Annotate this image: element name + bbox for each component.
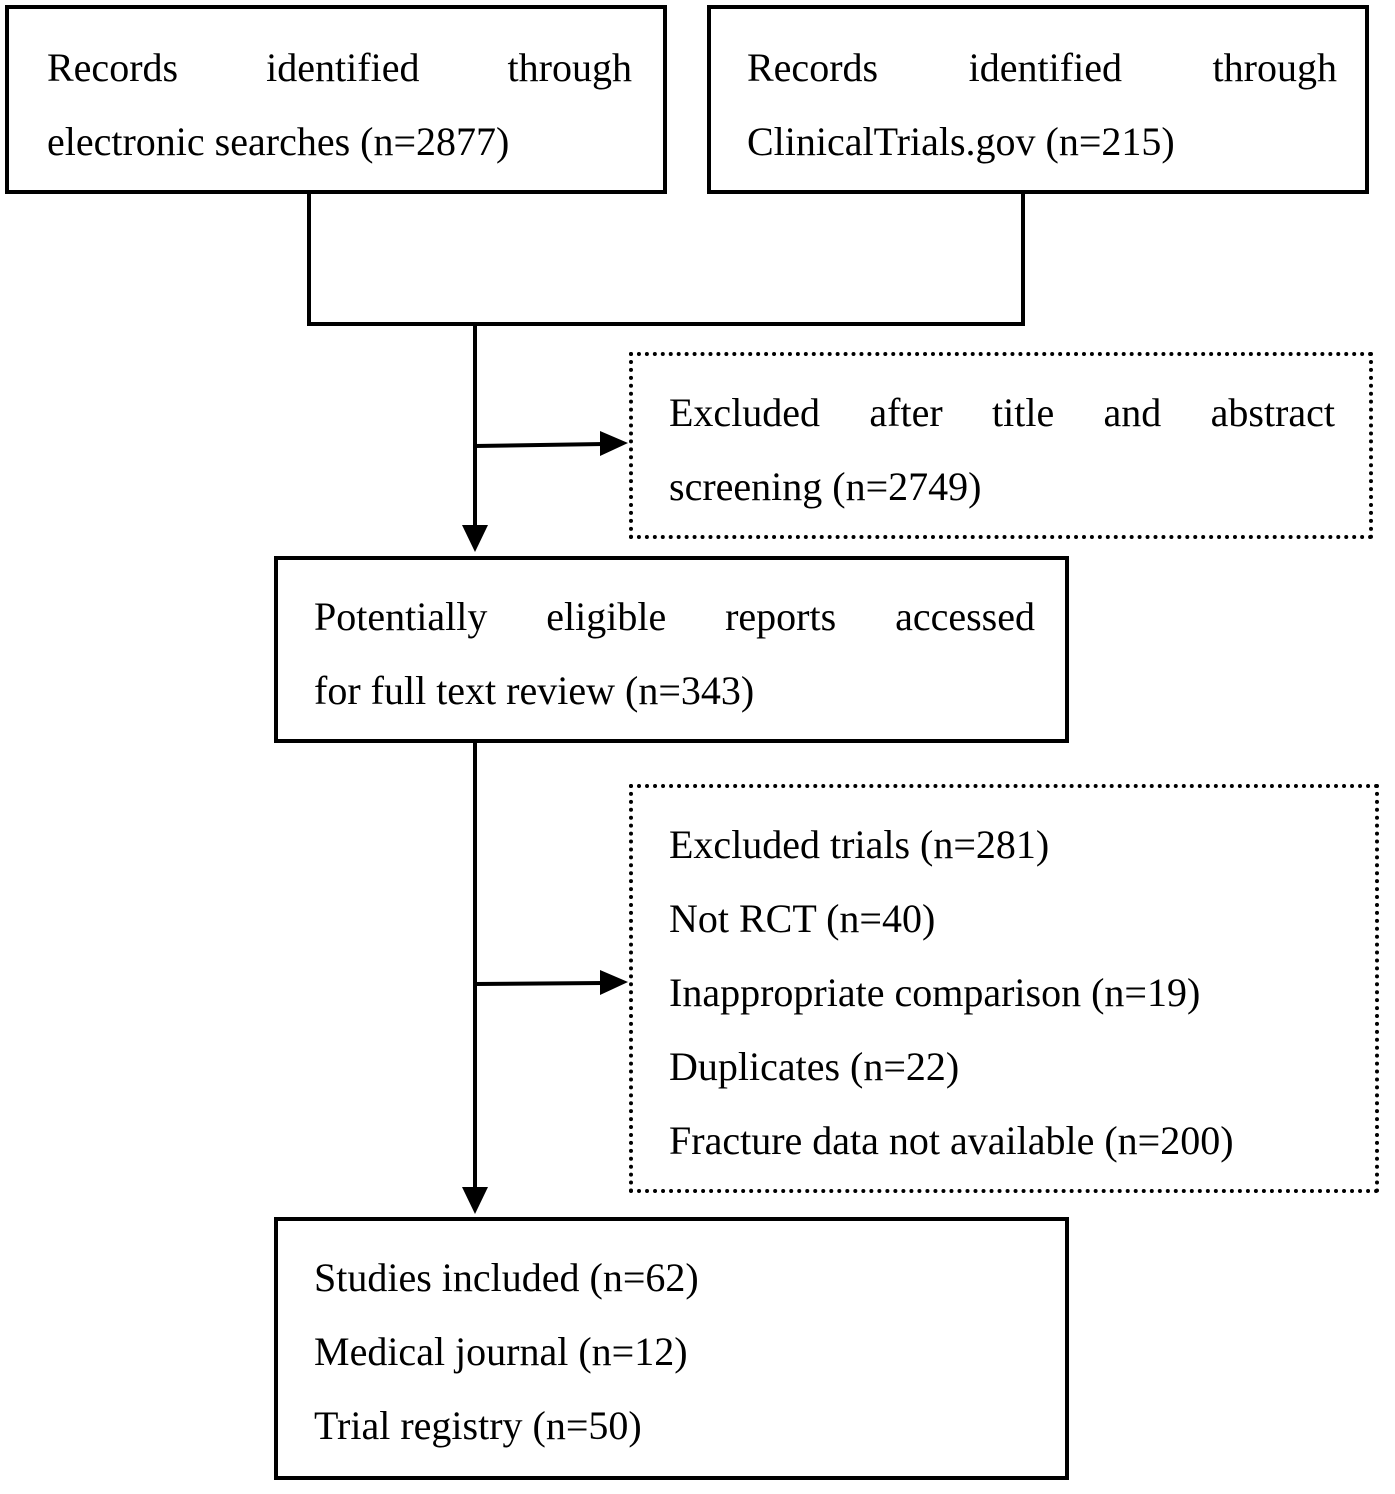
included-line-2: Medical journal (n=12) — [314, 1329, 688, 1374]
box-excluded-screening-line1: Excluded after title and abstract — [669, 390, 1335, 435]
excluded-trials-line-5: Fracture data not available (n=200) — [669, 1118, 1234, 1163]
excluded-trials-line-3: Inappropriate comparison (n=19) — [669, 970, 1201, 1015]
box-excluded-screening: Excluded after title and abstract screen… — [629, 352, 1373, 539]
box-fulltext-line2: for full text review (n=343) — [314, 668, 755, 713]
box-clinicaltrials-line1: Records identified through — [747, 45, 1337, 90]
excluded-trials-line-2: Not RCT (n=40) — [669, 896, 936, 941]
excluded-trials-line-4: Duplicates (n=22) — [669, 1044, 960, 1089]
box-electronic-line2: electronic searches (n=2877) — [47, 119, 510, 164]
included-line-1: Studies included (n=62) — [314, 1255, 699, 1300]
box-clinicaltrials: Records identified through ClinicalTrial… — [707, 5, 1369, 194]
arrow-to-excluded-screening — [474, 442, 605, 448]
box-excluded-trials: Excluded trials (n=281) Not RCT (n=40) I… — [629, 784, 1379, 1193]
box-fulltext-line1: Potentially eligible reports accessed — [314, 594, 1035, 639]
arrowhead-to-included — [462, 1187, 488, 1214]
box-electronic-line1: Records identified through — [47, 45, 632, 90]
arrowhead-to-excluded-trials — [600, 970, 628, 995]
arrowhead-to-fulltext — [462, 525, 488, 552]
box-excluded-screening-line2: screening (n=2749) — [669, 464, 982, 509]
arrowhead-to-excluded-screening — [600, 431, 628, 456]
excluded-trials-line-1: Excluded trials (n=281) — [669, 822, 1050, 867]
arrow-to-excluded-trials — [474, 981, 605, 986]
included-line-3: Trial registry (n=50) — [314, 1403, 642, 1448]
box-studies-included: Studies included (n=62) Medical journal … — [274, 1217, 1069, 1480]
box-fulltext-review: Potentially eligible reports accessed fo… — [274, 556, 1069, 743]
box-clinicaltrials-line2: ClinicalTrials.gov (n=215) — [747, 119, 1175, 164]
box-electronic-searches: Records identified through electronic se… — [5, 5, 667, 194]
